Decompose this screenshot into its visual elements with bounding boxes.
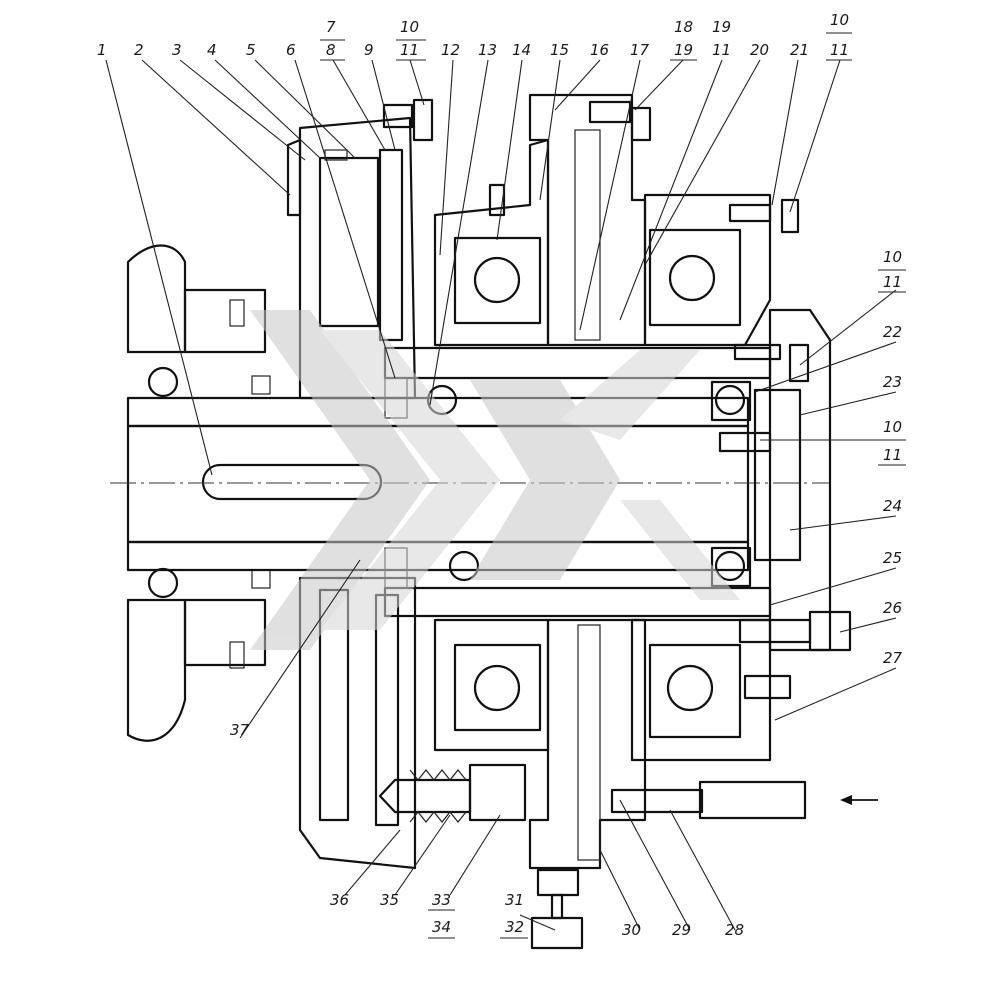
- callout-30: 30: [622, 921, 641, 939]
- callout-10b: 10: [830, 11, 849, 29]
- callout-19b: 19: [712, 18, 731, 36]
- callout-3: 3: [172, 41, 182, 59]
- callout-15: 15: [550, 41, 569, 59]
- callout-16: 16: [590, 41, 609, 59]
- callout-23: 23: [883, 373, 902, 391]
- callout-20: 20: [750, 41, 769, 59]
- callout-29: 29: [672, 921, 691, 939]
- callout-28: 28: [725, 921, 744, 939]
- callout-labels: 1 2 3 4 5 6 7 8 9 10 11 12 13 14 15 16 1…: [97, 11, 906, 939]
- top-bolts: [412, 98, 810, 383]
- shaft-keyway: [201, 463, 383, 501]
- callout-34: 34: [432, 918, 451, 936]
- callout-19a: 19: [674, 41, 693, 59]
- callout-2: 2: [134, 41, 144, 59]
- callout-10d: 10: [883, 418, 902, 436]
- callout-8: 8: [326, 41, 336, 59]
- callout-10c: 10: [883, 248, 902, 266]
- callout-24: 24: [883, 497, 902, 515]
- right-bearing-housing: [630, 193, 772, 762]
- callout-7: 7: [326, 18, 336, 36]
- callout-6: 6: [286, 41, 296, 59]
- callout-25: 25: [883, 549, 902, 567]
- callout-21: 21: [790, 41, 809, 59]
- callout-26: 26: [883, 599, 902, 617]
- callout-4: 4: [207, 41, 217, 59]
- watermark-overlay: [250, 310, 740, 650]
- callout-32: 32: [505, 918, 524, 936]
- left-frame-wall: [126, 244, 271, 742]
- callout-17: 17: [630, 41, 650, 59]
- callout-22: 22: [883, 323, 902, 341]
- leader-lines: [105, 59, 897, 931]
- callout-37: 37: [230, 721, 250, 739]
- callout-18: 18: [674, 18, 693, 36]
- callout-33: 33: [432, 891, 451, 909]
- callout-35: 35: [380, 891, 399, 909]
- flow-arrow-left-icon: [840, 795, 878, 805]
- callout-10a: 10: [400, 18, 419, 36]
- callout-11d: 11: [883, 273, 902, 291]
- callout-31: 31: [505, 891, 524, 909]
- callout-9: 9: [364, 41, 374, 59]
- callout-11b: 11: [712, 41, 731, 59]
- bottom-fixings: [378, 674, 807, 950]
- callout-11c: 11: [830, 41, 849, 59]
- callout-13: 13: [478, 41, 497, 59]
- callout-36: 36: [330, 891, 349, 909]
- callout-11e: 11: [883, 446, 902, 464]
- callout-5: 5: [246, 41, 256, 59]
- callout-14: 14: [512, 41, 531, 59]
- callout-27: 27: [883, 649, 903, 667]
- callout-11a: 11: [400, 41, 419, 59]
- callout-12: 12: [441, 41, 460, 59]
- callout-1: 1: [97, 41, 107, 59]
